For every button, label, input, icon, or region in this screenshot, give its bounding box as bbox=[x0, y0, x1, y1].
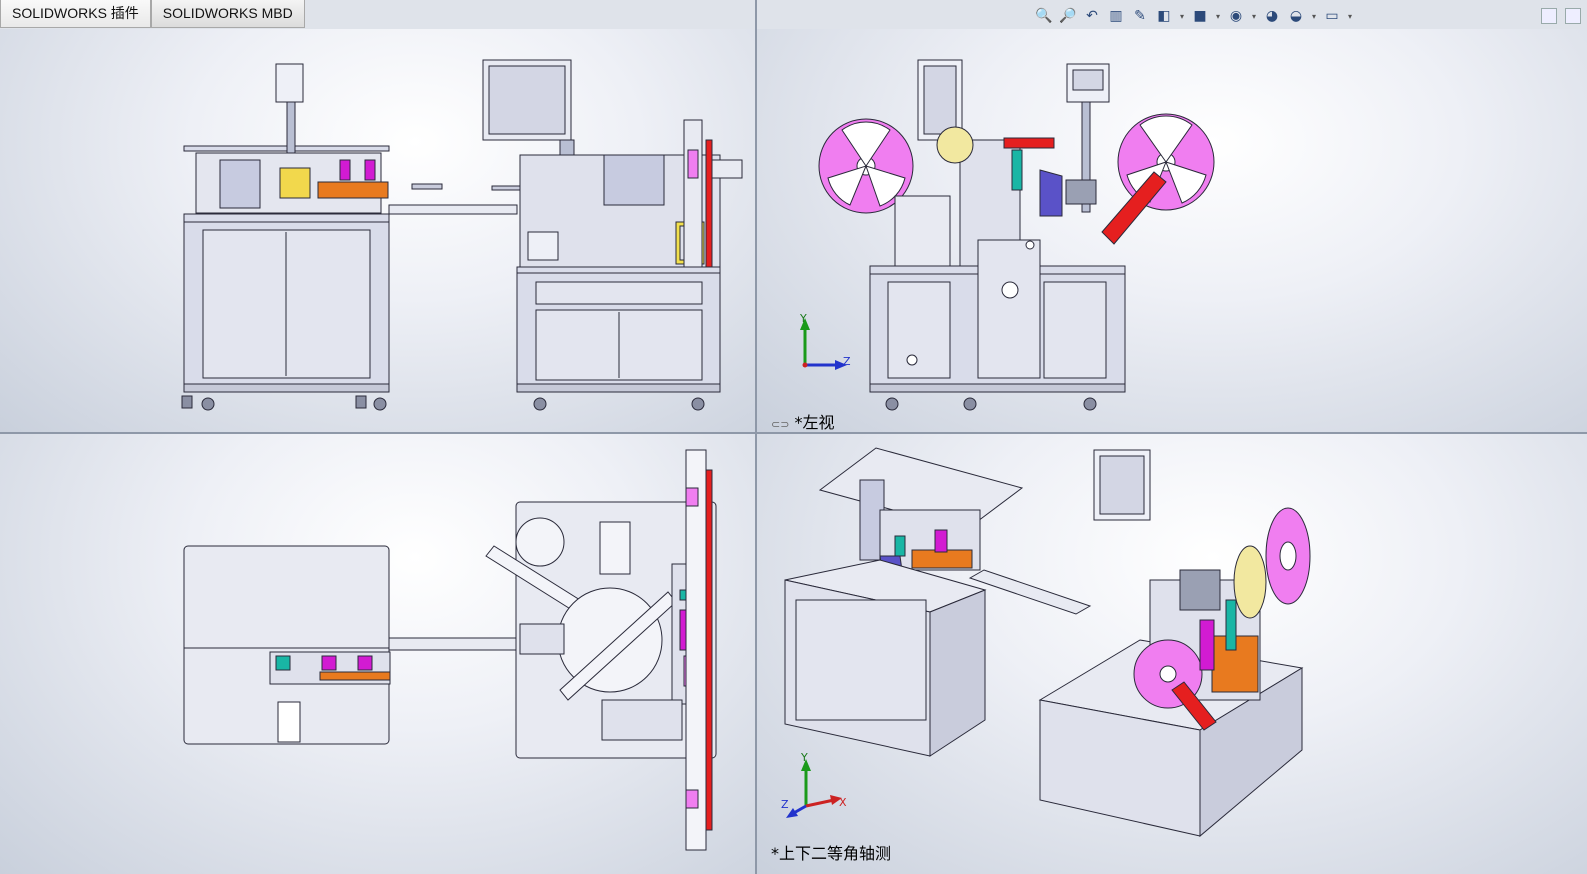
command-manager-tabs: SOLIDWORKS 插件 SOLIDWORKS MBD bbox=[0, 0, 305, 29]
edit-appearance-icon[interactable]: ◕ bbox=[1265, 8, 1279, 24]
tab-solidworks-mbd[interactable]: SOLIDWORKS MBD bbox=[150, 0, 305, 28]
display-style-dropdown[interactable]: ▾ bbox=[1215, 11, 1220, 21]
view-settings-icon[interactable]: ▭ bbox=[1325, 8, 1339, 24]
section-view-icon[interactable]: ▥ bbox=[1109, 8, 1123, 24]
triad-isometric bbox=[786, 759, 842, 818]
triad-z-label: Z bbox=[843, 355, 851, 368]
front-view-drawing bbox=[181, 59, 743, 411]
viewport-label-isometric[interactable]: *上下二等角轴测 bbox=[771, 844, 892, 863]
viewport-isometric[interactable]: Y X Z *上下二等角轴测 bbox=[757, 434, 1587, 874]
apply-scene-dropdown[interactable]: ▾ bbox=[1311, 11, 1316, 21]
view-orientation-icon[interactable]: ◧ bbox=[1157, 8, 1171, 24]
apply-scene-icon[interactable]: ◒ bbox=[1289, 8, 1303, 24]
left-view-drawing bbox=[800, 59, 1215, 411]
view-link-icon: ⊂⊃ bbox=[771, 418, 790, 431]
heads-up-view-toolbar: 🔍 🔎 ↶ ▥ ✎ ◧ ▾ ■ ▾ ◉ ▾ ◕ ◒ ▾ ▭ ▾ bbox=[1033, 6, 1355, 26]
zoom-to-area-icon[interactable]: 🔎 bbox=[1059, 8, 1077, 24]
triad-z-label-iso: Z bbox=[781, 798, 789, 811]
viewport-front[interactable] bbox=[0, 29, 755, 432]
viewport-splitter-vertical[interactable] bbox=[755, 0, 757, 874]
triad-left-view bbox=[800, 318, 847, 370]
top-view-drawing bbox=[183, 449, 717, 851]
triad-y-label: Y bbox=[800, 312, 807, 325]
close-viewport-button[interactable] bbox=[1565, 8, 1581, 24]
viewport-splitter-horizontal[interactable] bbox=[0, 432, 1587, 434]
previous-view-icon[interactable]: ↶ bbox=[1086, 8, 1098, 24]
display-style-icon[interactable]: ■ bbox=[1193, 8, 1207, 24]
viewport-left-view[interactable]: Y Z ⊂⊃ *左视 bbox=[757, 29, 1587, 432]
camera-head bbox=[275, 63, 304, 103]
viewport-label-left[interactable]: ⊂⊃ *左视 bbox=[771, 413, 835, 432]
restore-viewport-button[interactable] bbox=[1541, 8, 1557, 24]
hide-show-items-icon[interactable]: ◉ bbox=[1229, 8, 1243, 24]
isometric-view-drawing bbox=[784, 447, 1311, 838]
zoom-to-fit-icon[interactable]: 🔍 bbox=[1035, 8, 1053, 24]
triad-x-label-iso: X bbox=[839, 796, 847, 809]
triad-y-label-iso: Y bbox=[801, 751, 808, 764]
viewport-window-buttons bbox=[1541, 8, 1581, 24]
tab-solidworks-addins[interactable]: SOLIDWORKS 插件 bbox=[0, 0, 151, 28]
view-orientation-dropdown[interactable]: ▾ bbox=[1179, 11, 1184, 21]
viewport-top-view[interactable] bbox=[0, 434, 755, 874]
view-settings-dropdown[interactable]: ▾ bbox=[1347, 11, 1352, 21]
hide-show-dropdown[interactable]: ▾ bbox=[1251, 11, 1256, 21]
dynamic-annotation-icon[interactable]: ✎ bbox=[1134, 8, 1146, 24]
